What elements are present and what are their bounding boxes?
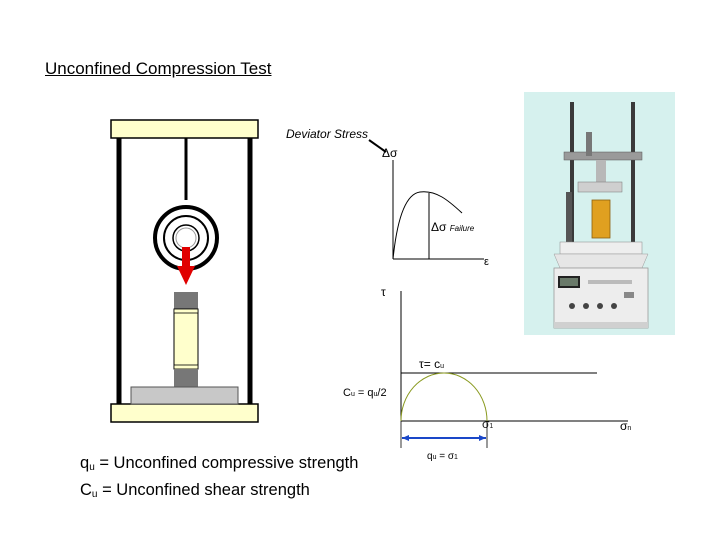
failure-stress-label: Δσ Failure [431, 220, 474, 234]
legend-qu-text: = Unconfined compressive strength [94, 454, 359, 472]
apparatus-photo-drawing [553, 102, 649, 329]
top-platen [174, 292, 198, 309]
strain-symbol: ε [484, 256, 489, 268]
base-plate [130, 386, 239, 405]
page-title: Unconfined Compression Test [45, 59, 272, 78]
loading-arrow-shaft [182, 247, 190, 268]
legend-cu-text: = Unconfined shear strength [97, 481, 310, 499]
legend-qu-sub: u [89, 462, 95, 473]
mohr-circle [400, 372, 488, 422]
sigman-sub: n [627, 425, 632, 432]
sigma1-symbol: σ [482, 417, 490, 431]
cu-eq: = q [354, 387, 374, 399]
soil-sample [173, 308, 199, 370]
sigman-label: σn [620, 419, 631, 433]
qu-symbol: q [427, 451, 433, 462]
tau-label: τ [381, 285, 386, 299]
loading-arrow-head [177, 266, 195, 285]
envelope-label: τ= cu [419, 357, 444, 371]
qu-dimension-label: qu = σ1 [427, 451, 458, 462]
legend-qu-symbol: q [80, 454, 90, 472]
legend-cu-sub: u [91, 489, 98, 500]
stress-strain-curve [392, 191, 463, 260]
sigman-symbol: σ [620, 419, 628, 433]
sigma1-label: σ1 [482, 417, 493, 431]
cu-label: Cu = qu/2 [343, 387, 387, 399]
sigma1-sub: 1 [489, 423, 494, 430]
failure-stress-sub: Failure [449, 224, 475, 233]
failure-stress-symbol: Δσ [431, 220, 447, 234]
legend-cu-symbol: C [80, 481, 92, 499]
envelope-sub: u [440, 363, 444, 370]
cu-sub: u [350, 391, 355, 398]
apparatus-photo [524, 92, 675, 335]
legend-line-qu: qu = Unconfined compressive strength [80, 452, 358, 479]
cu-eq-sub: u [373, 391, 378, 398]
qu-eq: = σ [436, 451, 455, 462]
deviator-stress-label: Deviator Stress [286, 127, 369, 141]
legend-line-cu: Cu = Unconfined shear strength [80, 479, 358, 506]
qu-sub: u [432, 454, 437, 461]
cu-symbol: C [343, 387, 351, 399]
delta-sigma-label: Δσ [382, 146, 398, 160]
cu-div: /2 [377, 387, 387, 399]
envelope-text: τ= c [419, 357, 441, 371]
bottom-platen [174, 369, 198, 387]
definitions-legend: qu = Unconfined compressive strength Cu … [80, 452, 358, 506]
qu-eq-sub: 1 [454, 454, 458, 461]
